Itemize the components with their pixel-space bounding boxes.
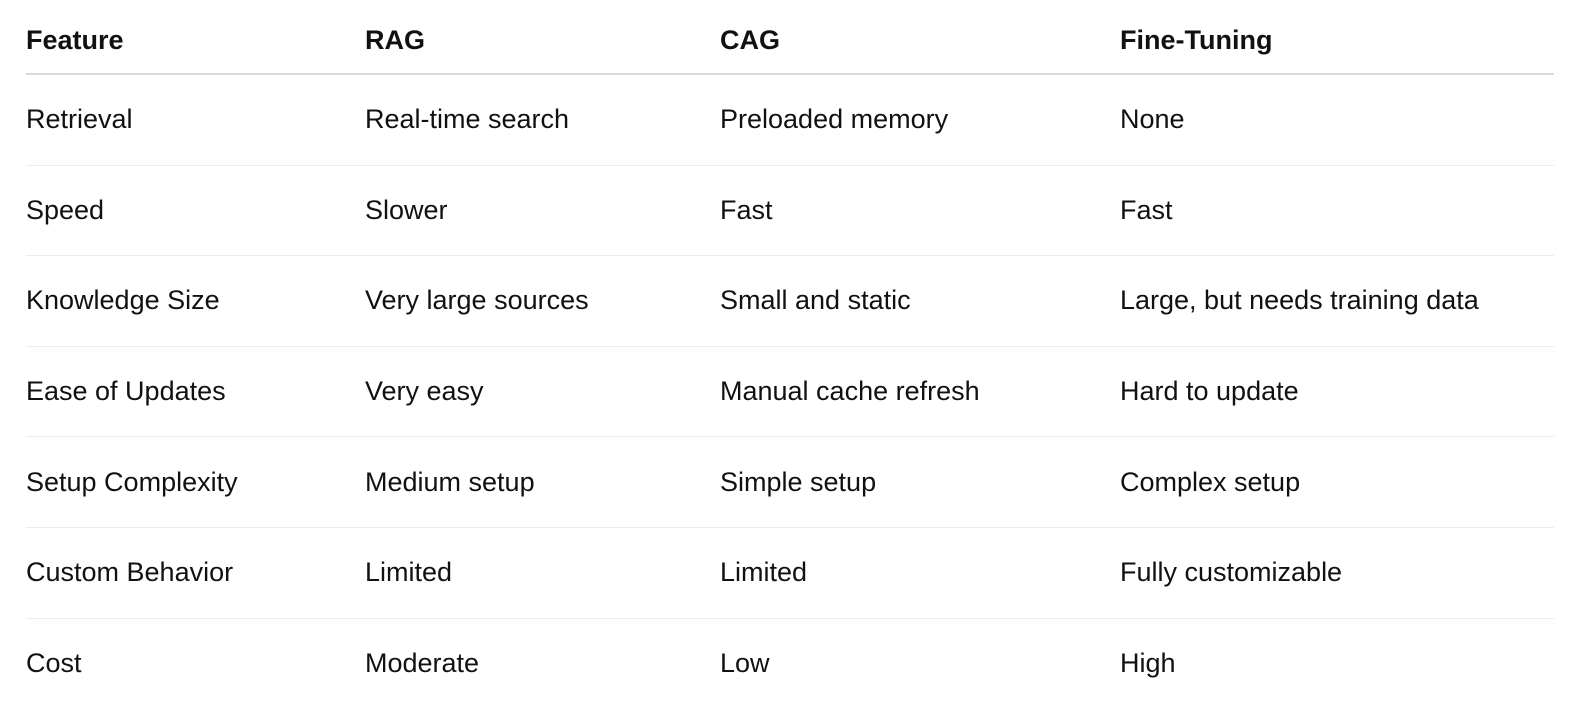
comparison-table: Feature RAG CAG Fine-Tuning Retrieval Re… bbox=[26, 0, 1554, 708]
rag-cell: Limited bbox=[365, 527, 720, 619]
table-row: Knowledge Size Very large sources Small … bbox=[26, 255, 1554, 347]
table-header: Feature RAG CAG Fine-Tuning bbox=[26, 0, 1554, 75]
fine-tuning-cell: High bbox=[1120, 647, 1176, 678]
feature-cell: Speed bbox=[26, 165, 365, 257]
cag-cell: Small and static bbox=[720, 255, 1120, 347]
header-feature: Feature bbox=[26, 0, 365, 75]
feature-cell: Custom Behavior bbox=[26, 527, 365, 619]
fine-tuning-cell: Large, but needs training data bbox=[1120, 255, 1554, 347]
feature-cell: Retrieval bbox=[26, 74, 365, 166]
fine-tuning-cell: None bbox=[1120, 74, 1554, 166]
cag-cell: Low bbox=[720, 647, 770, 678]
comparison-table-container: Feature RAG CAG Fine-Tuning Retrieval Re… bbox=[26, 0, 1554, 708]
header-rag: RAG bbox=[365, 0, 720, 75]
table-row: Retrieval Real-time search Preloaded mem… bbox=[26, 74, 1554, 166]
cag-cell: Fast bbox=[720, 165, 1120, 257]
header-cag: CAG bbox=[720, 0, 1120, 75]
table-body: Retrieval Real-time search Preloaded mem… bbox=[26, 74, 1554, 708]
rag-cell: Moderate bbox=[365, 647, 480, 678]
rag-cell: Slower bbox=[365, 165, 720, 257]
header-row: Feature RAG CAG Fine-Tuning bbox=[26, 0, 1554, 75]
table-row: Custom Behavior Limited Limited Fully cu… bbox=[26, 527, 1554, 619]
rag-cell: Real-time search bbox=[365, 74, 720, 166]
table-row: Ease of Updates Very easy Manual cache r… bbox=[26, 346, 1554, 438]
rag-cell: Very easy bbox=[365, 346, 720, 438]
table-row: Cost Moderate Low High bbox=[26, 618, 1554, 708]
cag-cell: Simple setup bbox=[720, 436, 1120, 528]
fine-tuning-cell: Fully customizable bbox=[1120, 527, 1554, 619]
feature-cell: Setup Complexity bbox=[26, 436, 365, 528]
header-fine-tuning: Fine-Tuning bbox=[1120, 0, 1554, 75]
cag-cell: Manual cache refresh bbox=[720, 346, 1120, 438]
rag-cell: Very large sources bbox=[365, 255, 720, 347]
feature-cell: Cost bbox=[26, 647, 82, 678]
fine-tuning-cell: Fast bbox=[1120, 165, 1554, 257]
feature-cell: Ease of Updates bbox=[26, 346, 365, 438]
cag-cell: Preloaded memory bbox=[720, 74, 1120, 166]
fine-tuning-cell: Hard to update bbox=[1120, 346, 1554, 438]
rag-cell: Medium setup bbox=[365, 436, 720, 528]
feature-cell: Knowledge Size bbox=[26, 255, 365, 347]
cag-cell: Limited bbox=[720, 527, 1120, 619]
fine-tuning-cell: Complex setup bbox=[1120, 436, 1554, 528]
table-row: Speed Slower Fast Fast bbox=[26, 165, 1554, 257]
table-row: Setup Complexity Medium setup Simple set… bbox=[26, 436, 1554, 528]
